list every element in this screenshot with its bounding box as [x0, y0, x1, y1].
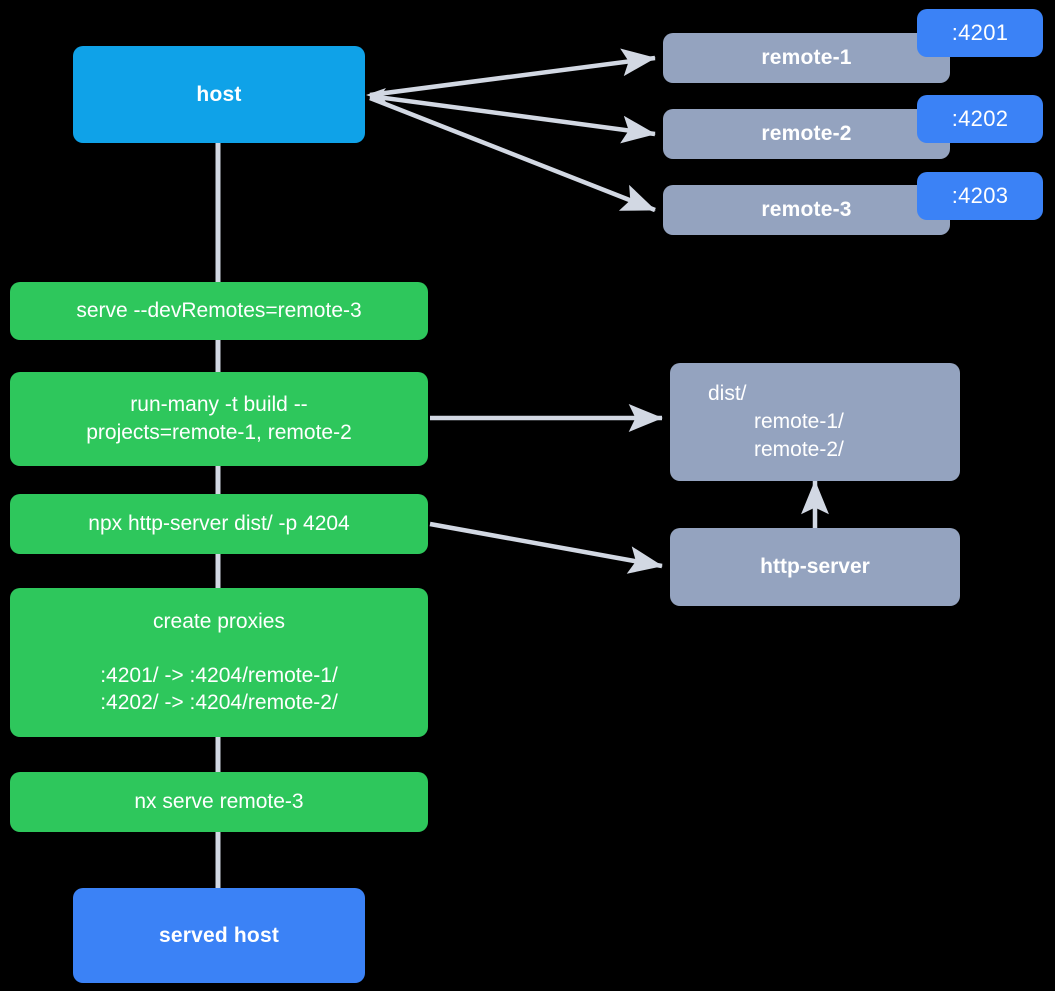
- port-badge-remote-3: :4203: [917, 172, 1043, 220]
- node-dist-folder[interactable]: dist/ remote-1/ remote-2/: [670, 363, 960, 481]
- node-command-serve-line-0: serve --devRemotes=remote-3: [76, 299, 362, 323]
- port-badge-remote-3-label: :4203: [951, 183, 1009, 208]
- node-remote-2-label: remote-2: [761, 122, 852, 146]
- port-badge-remote-2: :4202: [917, 95, 1043, 143]
- node-command-npx-http-server-lines: npx http-server dist/ -p 4204: [24, 510, 414, 538]
- node-remote-3-label: remote-3: [761, 198, 852, 222]
- node-http-server[interactable]: http-server: [670, 528, 960, 606]
- edge-host-to-remote-2: [369, 93, 656, 144]
- node-remote-1-label: remote-1: [761, 46, 852, 70]
- node-remote-2[interactable]: remote-2: [663, 109, 950, 159]
- node-command-nx-serve-remote-3-line-0: nx serve remote-3: [134, 790, 304, 814]
- node-http-server-label: http-server: [760, 555, 870, 579]
- node-command-nx-serve-remote-3[interactable]: nx serve remote-3: [10, 772, 428, 832]
- node-host-label: host: [196, 82, 242, 106]
- node-dist-folder-label: dist/: [708, 382, 747, 406]
- node-host[interactable]: host: [73, 46, 365, 143]
- node-dist-folder-tree: dist/ remote-1/ remote-2/: [684, 380, 946, 463]
- node-command-run-many-line-0: run-many -t build --: [130, 393, 308, 417]
- edge-host-to-remote-3: [369, 95, 656, 213]
- node-command-serve[interactable]: serve --devRemotes=remote-3: [10, 282, 428, 340]
- node-command-create-proxies[interactable]: create proxies :4201/ -> :4204/remote-1/…: [10, 588, 428, 737]
- port-badge-remote-1: :4201: [917, 9, 1043, 57]
- node-command-run-many-lines: run-many -t build -- projects=remote-1, …: [24, 391, 414, 446]
- node-served-host[interactable]: served host: [73, 888, 365, 983]
- node-command-create-proxies-line-3: :4202/ -> :4204/remote-2/: [100, 691, 338, 715]
- node-served-host-label: served host: [158, 923, 280, 947]
- edge-remotes-to-host-arrowhead: [366, 88, 386, 102]
- node-command-npx-http-server-line-0: npx http-server dist/ -p 4204: [88, 512, 350, 536]
- node-command-create-proxies-line-0: create proxies: [153, 609, 285, 633]
- node-command-serve-lines: serve --devRemotes=remote-3: [24, 297, 414, 325]
- node-command-create-proxies-lines: create proxies :4201/ -> :4204/remote-1/…: [24, 608, 414, 717]
- node-dist-folder-child-0: remote-1/: [754, 410, 844, 434]
- port-badge-remote-2-label: :4202: [951, 106, 1009, 131]
- edge-httpservercmd-to-httpserver: [429, 521, 663, 574]
- node-command-create-proxies-line-2: :4201/ -> :4204/remote-1/: [100, 663, 338, 687]
- node-command-run-many-line-1: projects=remote-1, remote-2: [86, 421, 352, 444]
- node-remote-3[interactable]: remote-3: [663, 185, 950, 235]
- node-command-npx-http-server[interactable]: npx http-server dist/ -p 4204: [10, 494, 428, 554]
- node-command-nx-serve-remote-3-lines: nx serve remote-3: [24, 788, 414, 816]
- edge-host-to-remote-1: [369, 48, 656, 98]
- node-command-run-many[interactable]: run-many -t build -- projects=remote-1, …: [10, 372, 428, 466]
- node-dist-folder-child-1: remote-2/: [754, 437, 844, 461]
- node-remote-1[interactable]: remote-1: [663, 33, 950, 83]
- port-badge-remote-1-label: :4201: [951, 20, 1009, 45]
